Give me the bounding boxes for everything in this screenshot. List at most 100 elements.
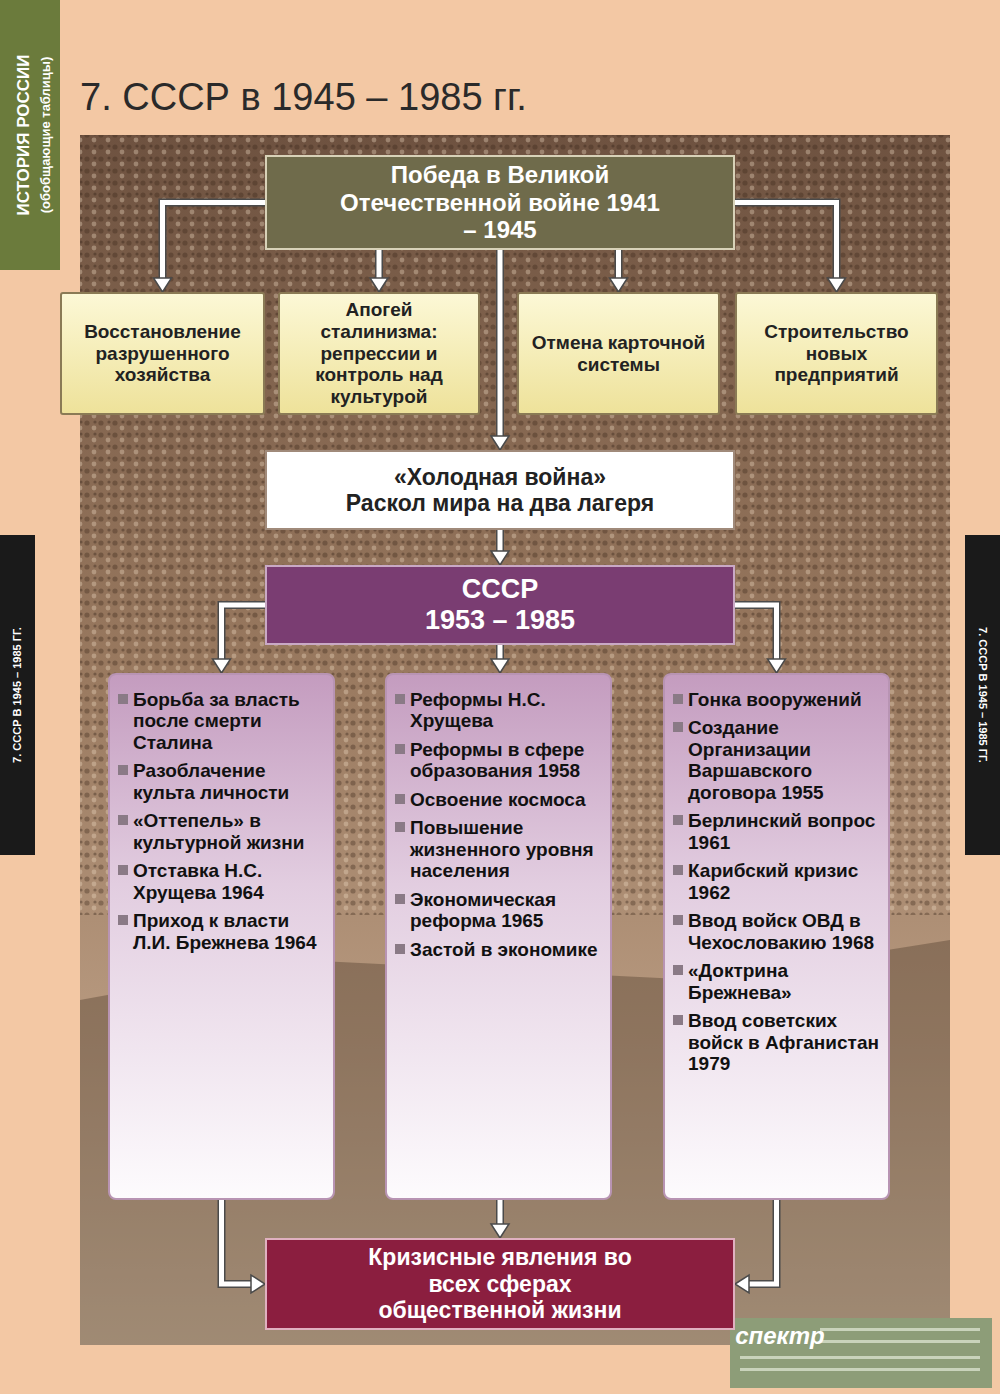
- arrow-connector: [491, 645, 509, 673]
- bullet: [673, 915, 683, 925]
- arrow-shaft: [616, 250, 621, 278]
- list-text: Отставка Н.С. Хрущева 1964: [133, 860, 264, 902]
- arrow-head: [768, 659, 786, 673]
- arrow-shaft: [735, 203, 837, 279]
- bullet: [673, 865, 683, 875]
- node-text: Восстановление разрушенного хозяйства: [70, 321, 255, 387]
- list-item: Реформы в сфере образования 1958: [395, 739, 604, 782]
- list-text: Разоблачение культа личности: [133, 760, 289, 802]
- arrow-connector: [491, 250, 509, 450]
- bullet: [395, 794, 405, 804]
- arrow-connector: [154, 203, 266, 293]
- arrow-shaft: [735, 605, 777, 659]
- arrow-outline: [749, 1200, 777, 1284]
- list-text: Создание Организации Варшавского договор…: [688, 717, 824, 802]
- arrow-outline: [615, 250, 623, 278]
- bullet: [673, 815, 683, 825]
- arrow-outline: [496, 250, 504, 436]
- list-text: Берлинский вопрос 1961: [688, 810, 875, 852]
- period-box: «Холодная война»Раскол мира на два лагер…: [265, 450, 735, 530]
- list-text: Гонка вооружений: [688, 689, 862, 710]
- process-box: Восстановление разрушенного хозяйства: [60, 292, 265, 415]
- bullet: [395, 944, 405, 954]
- arrow-connector: [735, 203, 846, 293]
- arrow-shaft: [222, 605, 266, 659]
- node-text: 1953 – 1985: [425, 605, 575, 636]
- bullet: [673, 1015, 683, 1025]
- node-text: СССР: [462, 574, 539, 605]
- arrow-connector: [735, 605, 786, 673]
- arrow-head: [491, 436, 509, 450]
- arrow-head: [154, 278, 172, 292]
- list-text: «Доктрина Брежнева»: [688, 960, 792, 1002]
- bullet: [395, 822, 405, 832]
- list-item: Экономическая реформа 1965: [395, 889, 604, 932]
- arrow-head: [735, 1275, 749, 1293]
- arrow-shaft: [377, 250, 382, 278]
- list-item: Карибский кризис 1962: [673, 860, 882, 903]
- bullet: [118, 765, 128, 775]
- list-item: Застой в экономике: [395, 939, 604, 960]
- credits-line: [820, 1328, 980, 1331]
- list-item: Разоблачение культа личности: [118, 760, 327, 803]
- arrow-head: [491, 1224, 509, 1238]
- list-item: Ввод войск ОВД в Чехословакию 1968: [673, 910, 882, 953]
- bullet: [118, 815, 128, 825]
- arrow-outline: [163, 203, 266, 279]
- tab-label: 7. СССР В 1945 – 1985 ГГ.: [977, 627, 989, 763]
- list-text: Освоение космоса: [410, 789, 586, 810]
- list-item: Приход к власти Л.И. Брежнева 1964: [118, 910, 327, 953]
- arrow-outline: [222, 605, 266, 659]
- bullet: [395, 894, 405, 904]
- node-text: Строительство новых предприятий: [745, 321, 928, 387]
- publisher-logo: спектр: [735, 1322, 825, 1350]
- list-box: Гонка вооруженийСоздание Организации Вар…: [663, 673, 890, 1200]
- series-title: ИСТОРИЯ РОССИИ: [14, 54, 34, 215]
- arrow-head: [828, 278, 846, 292]
- list-text: Реформы Н.С. Хрущева: [410, 689, 546, 731]
- bullet: [673, 965, 683, 975]
- list-item: Берлинский вопрос 1961: [673, 810, 882, 853]
- arrow-outline: [496, 530, 504, 551]
- arrow-shaft: [163, 203, 266, 279]
- arrow-outline: [375, 250, 383, 278]
- bullet: [395, 694, 405, 704]
- arrow-head: [213, 659, 231, 673]
- list-item: «Доктрина Брежнева»: [673, 960, 882, 1003]
- list-box: Борьба за власть после смерти СталинаРаз…: [108, 673, 335, 1200]
- event-box: Победа в Великой Отечественной войне 194…: [265, 155, 735, 250]
- arrow-shaft: [498, 530, 503, 551]
- node-text: Кризисные явления во всех сферах обществ…: [365, 1244, 635, 1323]
- node-text: Апогей сталинизма: репрессии и контроль …: [288, 299, 470, 408]
- list-text: «Оттепель» в культурной жизни: [133, 810, 304, 852]
- bullet: [118, 865, 128, 875]
- arrow-shaft: [498, 645, 503, 659]
- bullet: [118, 915, 128, 925]
- arrow-outline: [735, 605, 777, 659]
- arrow-outline: [496, 1200, 504, 1224]
- list-text: Борьба за власть после смерти Сталина: [133, 689, 300, 753]
- credits-line: [740, 1356, 980, 1359]
- list-item: «Оттепель» в культурной жизни: [118, 810, 327, 853]
- page-title: 7. СССР в 1945 – 1985 гг.: [80, 76, 527, 119]
- node-text: Раскол мира на два лагеря: [346, 490, 654, 516]
- arrow-outline: [735, 203, 837, 279]
- arrow-head: [491, 551, 509, 565]
- arrow-head: [370, 278, 388, 292]
- arrow-outline: [496, 645, 504, 659]
- list-text: Ввод войск ОВД в Чехословакию 1968: [688, 910, 874, 952]
- bullet: [395, 744, 405, 754]
- arrow-connector: [491, 530, 509, 565]
- arrow-head: [610, 278, 628, 292]
- process-box: Отмена карточной системы: [517, 292, 720, 415]
- list-box: Реформы Н.С. ХрущеваРеформы в сфере обра…: [385, 673, 612, 1200]
- arrow-shaft: [749, 1200, 777, 1284]
- node-text: Победа в Великой Отечественной войне 194…: [340, 161, 660, 244]
- side-tab: [0, 535, 35, 855]
- arrow-shaft: [222, 1200, 252, 1284]
- arrow-connector: [735, 1200, 777, 1293]
- arrow-connector: [222, 1200, 266, 1293]
- list-item: Реформы Н.С. Хрущева: [395, 689, 604, 732]
- tab-label: 7. СССР В 1945 – 1985 ГГ.: [11, 627, 23, 763]
- arrow-shaft: [498, 1200, 503, 1224]
